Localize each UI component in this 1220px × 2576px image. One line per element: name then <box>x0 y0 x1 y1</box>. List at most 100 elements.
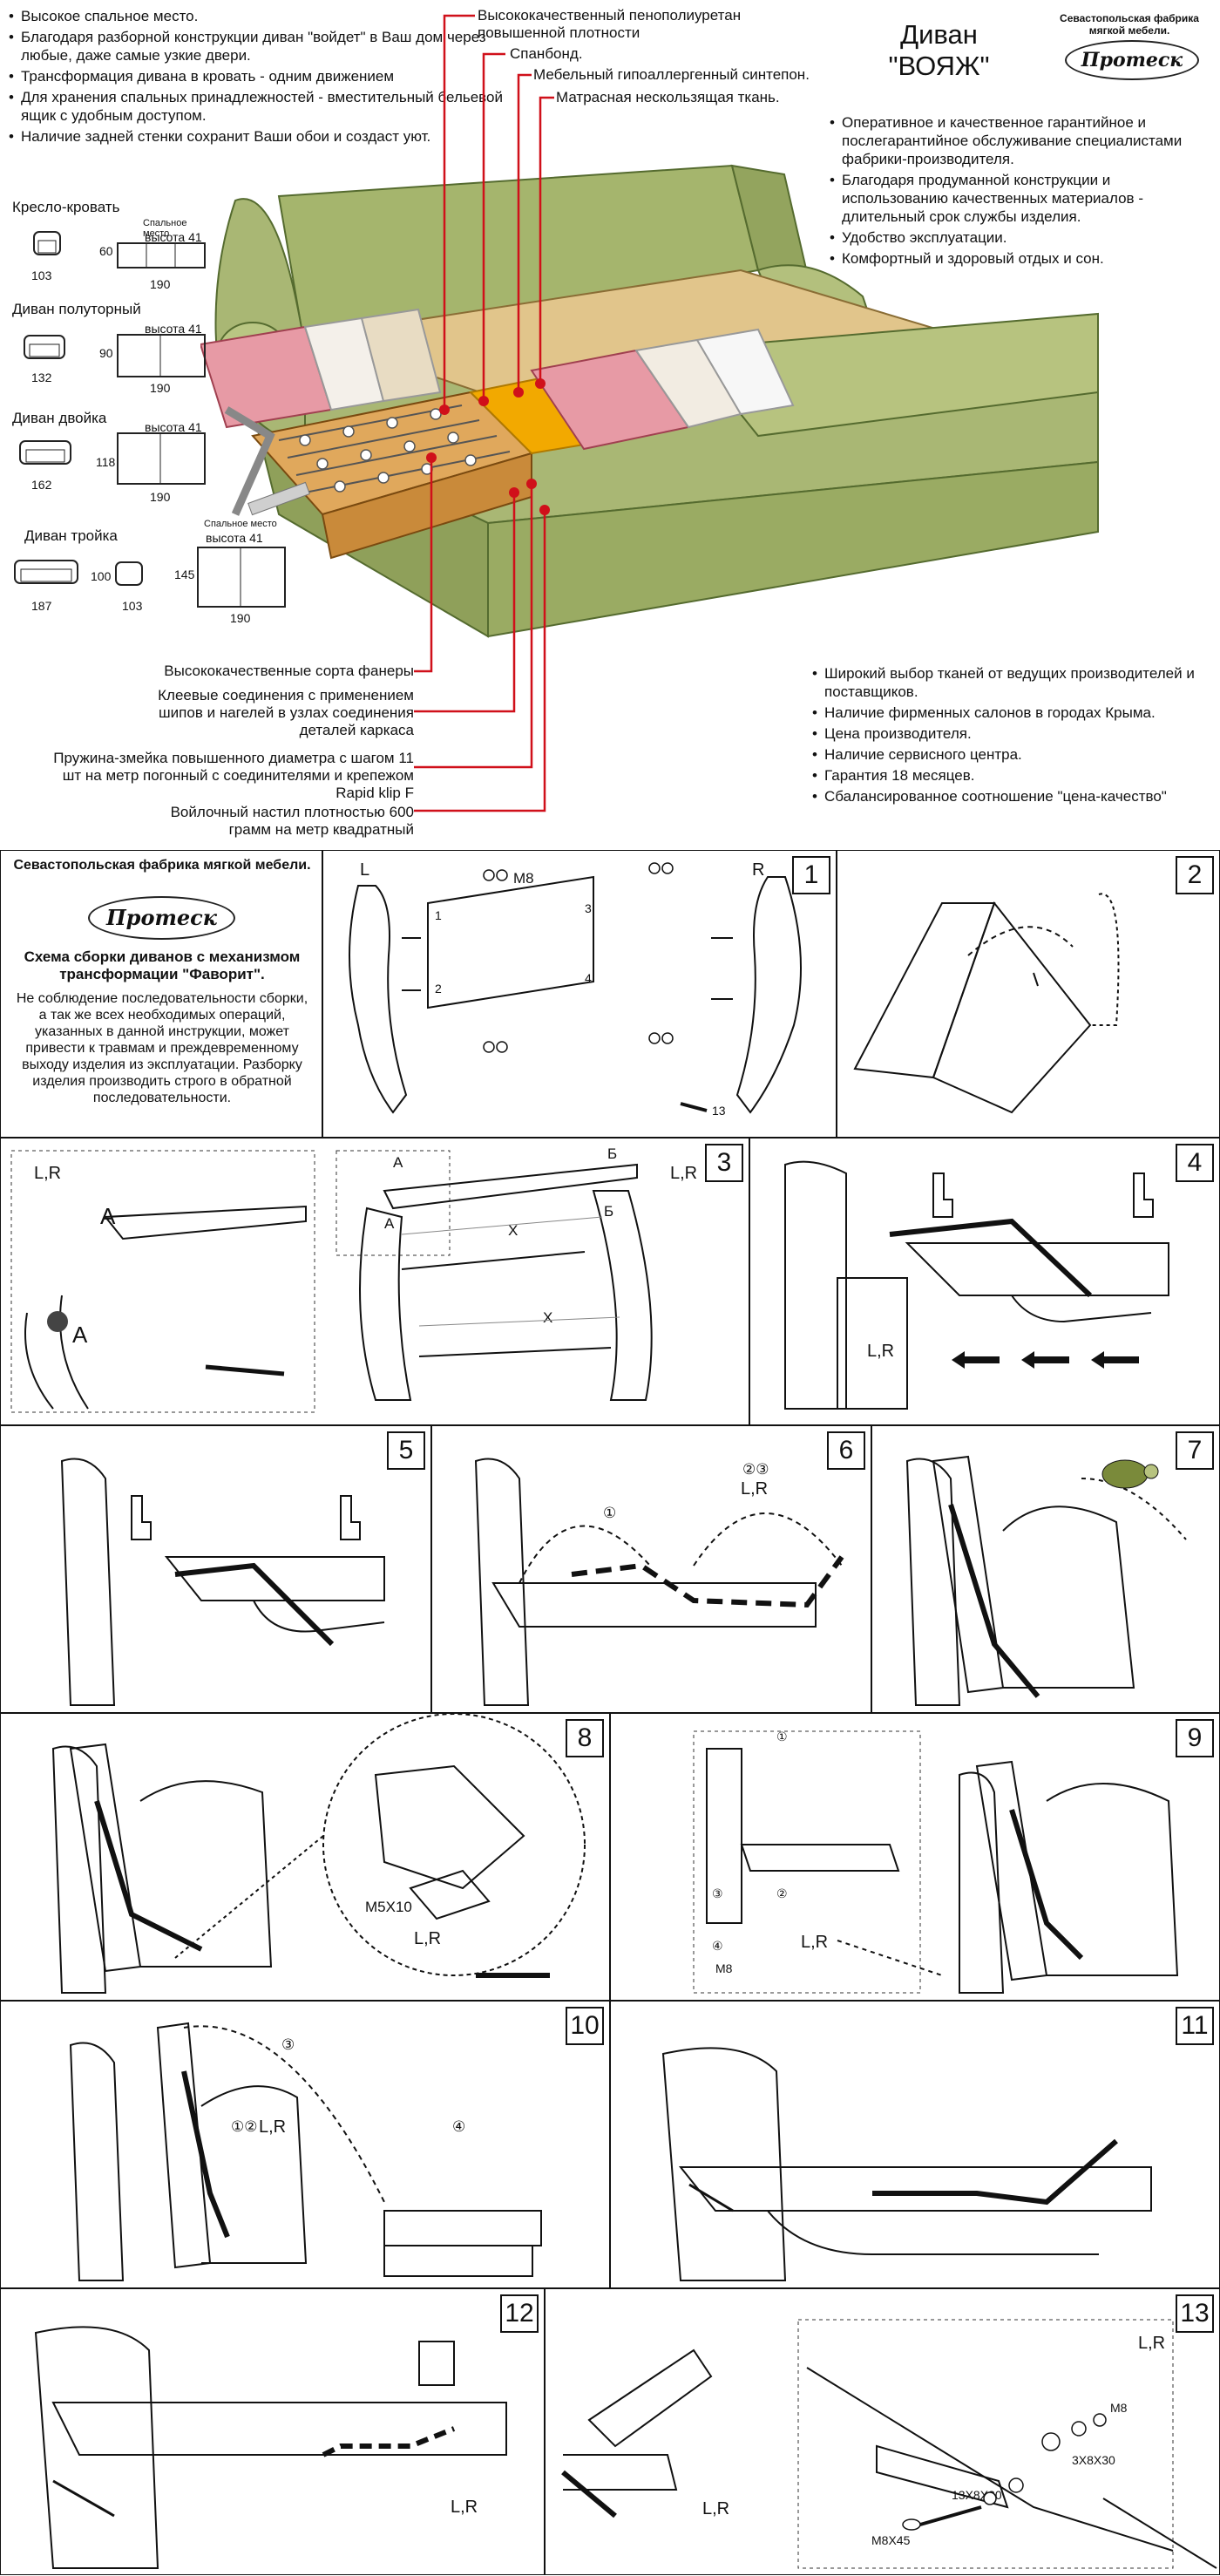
step-1-drawing <box>349 862 802 1114</box>
factory-name: Севастопольская фабрика мягкой мебели. <box>1060 12 1199 37</box>
material-label: Матрасная нескользящая ткань. <box>556 89 780 105</box>
side-label: L,R <box>1138 2334 1166 2353</box>
bolt-label: M8 <box>513 870 534 887</box>
assembly-intro-panel: Севастопольская фабрика мягкой мебели. П… <box>0 850 322 1138</box>
step-10-drawing <box>69 2022 542 2281</box>
mark: 1 <box>435 908 442 922</box>
step-panel-7: 7 <box>871 1425 1220 1713</box>
sofa-cutaway-illustration <box>200 164 1099 638</box>
step-number: 10 <box>566 2007 604 2045</box>
step-12-drawing <box>34 2326 507 2569</box>
part-label: M8 <box>1110 2401 1128 2415</box>
mark: ④ <box>452 2118 466 2135</box>
model-height: высота 41 <box>145 420 202 434</box>
product-title: Диван "ВОЯЖ" <box>888 19 990 81</box>
part-label: M8X45 <box>871 2533 911 2547</box>
model-double: Диван двойка высота 41 118 162 190 <box>12 410 213 510</box>
model-depth-2: 145 <box>174 568 195 581</box>
side-label: R <box>752 860 765 880</box>
feature-item: Благодаря продуманной конструкции и испо… <box>828 171 1211 226</box>
step-number: 13 <box>1176 2294 1214 2333</box>
material-label: Клеевые соединения с применением шипов и… <box>158 687 414 738</box>
feature-item: Комфортный и здоровый отдых и сон. <box>828 249 1211 268</box>
step-7-drawing <box>905 1455 1187 1706</box>
step-number: 11 <box>1176 2007 1214 2045</box>
step-number: 7 <box>1176 1431 1214 1470</box>
step-panel-6: 6 ②③ L,R ① <box>431 1425 871 1713</box>
point-label: A <box>393 1154 403 1171</box>
step-3-drawing <box>10 1150 653 1413</box>
model-caption: Спальное место <box>204 519 277 529</box>
right-feature-list: Оперативное и качественное гарантийное и… <box>828 113 1211 270</box>
step-panel-8: 8 M5X10 L,R <box>0 1713 610 2001</box>
bed-plan <box>117 334 206 377</box>
model-width-2: 103 <box>122 599 143 613</box>
turtle-icon <box>1101 1459 1159 1489</box>
model-chair-bed: Кресло-кровать Спальное место высота 41 … <box>12 199 213 295</box>
point-label: A <box>384 1215 395 1232</box>
side-label: L,R <box>451 2498 478 2517</box>
material-label: Спанбонд. <box>510 45 583 62</box>
step-13-drawing <box>561 2319 1217 2569</box>
mark: ④ <box>712 1939 723 1953</box>
mark: ③ <box>712 1886 723 1900</box>
model-length: 190 <box>150 490 171 504</box>
side-label: L,R <box>741 1479 769 1499</box>
feature-item: Для хранения спальных принадлежностей - … <box>7 88 504 125</box>
step-panel-4: 4 L,R <box>749 1138 1220 1425</box>
poster-section: Высокое спальное место. Благодаря разбор… <box>0 0 1220 846</box>
step-panel-5: 5 <box>0 1425 431 1713</box>
step-panel-11: 11 <box>610 2001 1220 2288</box>
step-number: 5 <box>387 1431 425 1470</box>
side-label: L <box>360 860 370 880</box>
feature-item: Наличие задней стенки сохранит Ваши обои… <box>7 127 504 146</box>
side-label: L,R <box>414 1929 442 1948</box>
bed-plan <box>197 547 286 608</box>
step-2-drawing <box>853 893 1120 1114</box>
leader-lines <box>414 14 554 812</box>
feature-item: Широкий выбор тканей от ведущих производ… <box>810 664 1211 701</box>
step-6-drawing <box>474 1458 844 1706</box>
feature-item: Гарантия 18 месяцев. <box>810 766 1211 785</box>
assembly-warning: Не соблюдение последовательности сборки,… <box>16 991 308 1105</box>
model-length: 190 <box>150 381 171 395</box>
sofa-icon <box>14 560 78 584</box>
model-name: Диван двойка <box>12 410 107 426</box>
feature-item: Благодаря разборной конструкции диван "в… <box>7 28 504 65</box>
side-label: L,R <box>259 2117 287 2137</box>
step-5-drawing <box>60 1458 385 1706</box>
key-size: 13 <box>712 1104 726 1118</box>
model-depth: 100 <box>91 569 112 583</box>
step-9-drawing <box>693 1730 1179 1994</box>
model-name: Диван полуторный <box>12 301 141 317</box>
sofa-icon <box>24 335 65 359</box>
model-length: 190 <box>230 611 251 625</box>
brand-logo: Протеск <box>88 896 235 940</box>
material-label: Мебельный гипоаллергенный синтепон. <box>533 66 810 83</box>
step-number: 3 <box>705 1144 743 1182</box>
point-label: Б <box>607 1145 618 1162</box>
feature-item: Оперативное и качественное гарантийное и… <box>828 113 1211 168</box>
step-panel-2: 2 <box>837 850 1220 1138</box>
chair-icon <box>33 231 61 255</box>
mark: ③ <box>281 2036 295 2053</box>
factory-name: Севастопольская фабрика мягкой мебели. <box>13 858 311 873</box>
step-number: 1 <box>792 856 830 894</box>
material-label: Высококачественные сорта фанеры <box>164 663 414 679</box>
side-label: L,R <box>867 1342 895 1361</box>
model-width: 162 <box>31 478 52 492</box>
material-label: Высококачественный пенополиуретан повыше… <box>478 7 742 41</box>
step-panel-10: 10 ①② L,R ③ ④ <box>0 2001 610 2288</box>
feature-item: Наличие фирменных салонов в городах Крым… <box>810 703 1211 722</box>
side-label: L,R <box>702 2499 730 2518</box>
side-label: L,R <box>801 1933 829 1952</box>
feature-item: Цена производителя. <box>810 724 1211 743</box>
sofa-icon <box>19 440 71 465</box>
model-depth: 118 <box>96 455 116 469</box>
step-11-drawing <box>661 2047 1152 2281</box>
step-number: 4 <box>1176 1144 1214 1182</box>
feature-item: Сбалансированное соотношение "цена-качес… <box>810 787 1211 805</box>
brand-logo: Протеск <box>1065 40 1199 80</box>
bed-plan <box>117 432 206 485</box>
side-label: L,R <box>34 1164 62 1183</box>
